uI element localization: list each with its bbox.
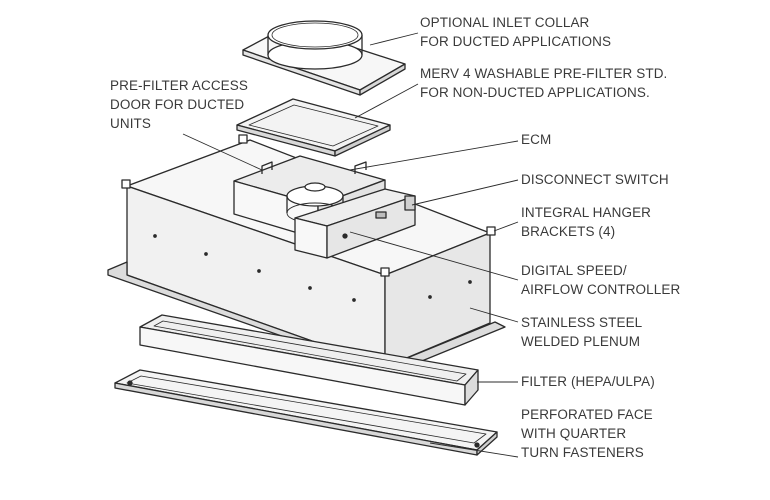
label-line: DIGITAL SPEED/ [521, 263, 627, 278]
label-prefilter-door: PRE-FILTER ACCESS DOOR FOR DUCTED UNITS [110, 76, 248, 133]
label-prefilter-std: MERV 4 WASHABLE PRE-FILTER STD. FOR NON-… [420, 64, 667, 102]
label-disconnect-switch: DISCONNECT SWITCH [521, 170, 669, 189]
leader-hanger [493, 221, 519, 232]
label-line: WITH QUARTER [521, 426, 627, 441]
label-line: WELDED PLENUM [521, 334, 641, 349]
label-line: TURN FASTENERS [521, 445, 644, 460]
pre-filter-part [236, 98, 391, 157]
label-line: FOR NON-DUCTED APPLICATIONS. [420, 85, 650, 100]
label-digital-controller: DIGITAL SPEED/ AIRFLOW CONTROLLER [521, 261, 680, 299]
label-line: OPTIONAL INLET COLLAR [420, 15, 590, 30]
label-line: ECM [521, 132, 552, 147]
leader-controller [349, 231, 519, 281]
hepa-filter-part [139, 314, 479, 406]
label-line: DOOR FOR DUCTED [110, 97, 245, 112]
label-line: FOR DUCTED APPLICATIONS [420, 34, 612, 49]
leader-lines [182, 32, 519, 458]
perforated-face-part [114, 369, 498, 456]
leader-disconnect [411, 179, 519, 206]
label-line: BRACKETS (4) [521, 224, 616, 239]
label-line: FILTER (HEPA/ULPA) [521, 374, 655, 389]
leader-prefilter-door [182, 133, 263, 171]
leader-inlet-collar [369, 32, 419, 46]
label-ecm: ECM [521, 130, 551, 149]
label-line: UNITS [110, 116, 151, 131]
label-line: AIRFLOW CONTROLLER [521, 282, 681, 297]
label-plenum: STAINLESS STEEL WELDED PLENUM [521, 313, 642, 351]
leader-prefilter [354, 83, 419, 119]
leader-perforated-face [429, 442, 519, 458]
label-line: PRE-FILTER ACCESS [110, 78, 248, 93]
label-filter: FILTER (HEPA/ULPA) [521, 372, 655, 391]
label-line: MERV 4 WASHABLE PRE-FILTER STD. [420, 66, 668, 81]
label-hanger-brackets: INTEGRAL HANGER BRACKETS (4) [521, 203, 651, 241]
label-line: PERFORATED FACE [521, 407, 653, 422]
label-inlet-collar: OPTIONAL INLET COLLAR FOR DUCTED APPLICA… [420, 13, 611, 51]
plenum-body [107, 134, 506, 375]
label-line: STAINLESS STEEL [521, 315, 643, 330]
label-perforated-face: PERFORATED FACE WITH QUARTER TURN FASTEN… [521, 405, 653, 462]
leader-plenum [469, 307, 519, 323]
leader-ecm [349, 140, 519, 171]
label-line: DISCONNECT SWITCH [521, 172, 669, 187]
inlet-collar-part [242, 20, 406, 96]
control-box [294, 188, 416, 259]
label-line: INTEGRAL HANGER [521, 205, 652, 220]
